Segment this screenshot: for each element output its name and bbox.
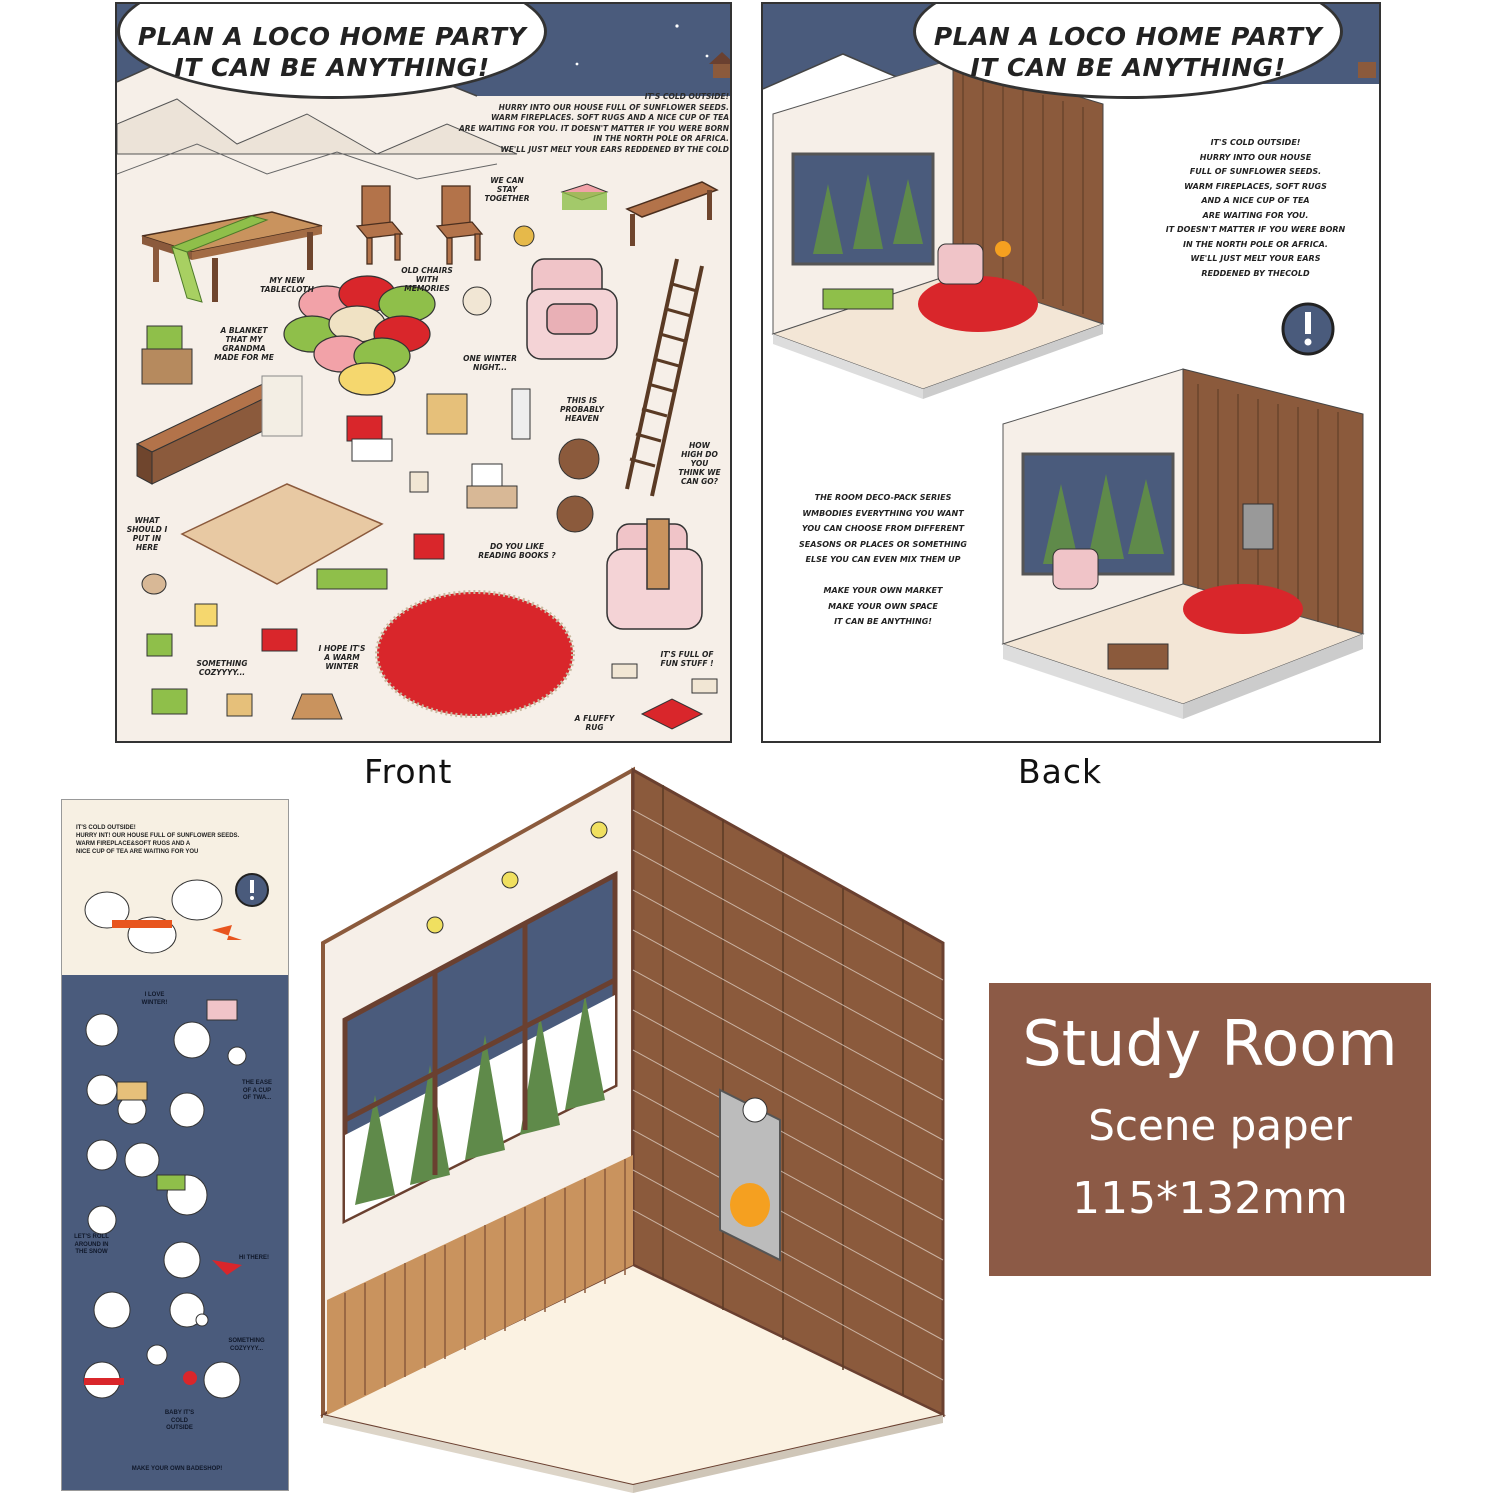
back-text-upper: IT'S COLD OUTSIDE! HURRY INTO OUR HOUSE … — [1165, 138, 1346, 278]
label-chairs: OLD CHAIRS WITH MEMORIES — [401, 266, 453, 293]
product-size: 115*132mm — [1072, 1173, 1348, 1224]
label-fun: IT'S FULL OF FUN STUFF ! — [660, 650, 714, 668]
strip-label-love: I LOVE WINTER! — [141, 992, 168, 1006]
label-stay: WE CAN STAY TOGETHER — [484, 176, 530, 203]
label-warm: I HOPE IT'S A WARM WINTER — [318, 644, 366, 671]
strip-label-hi: HI THERE! — [239, 1255, 269, 1261]
strip-footer: MAKE YOUR OWN BADESHOP! — [131, 1466, 223, 1472]
product-title: Study Room — [1022, 1007, 1398, 1080]
back-title-line2: IT CAN BE ANYTHING! — [970, 52, 1286, 82]
back-sheet: PLAN A LOCO HOME PARTY IT CAN BE ANYTHIN… — [761, 2, 1381, 743]
back-sheet-art — [763, 4, 1379, 719]
label-rug: A FLUFFY RUG — [574, 714, 615, 732]
front-title-line2: IT CAN BE ANYTHING! — [174, 52, 490, 82]
sticker-strip-art — [83, 873, 269, 1399]
strip-label-roll: LET'S ROLL AROUND IN THE SNOW — [74, 1234, 109, 1255]
front-sheet: PLAN A LOCO HOME PARTY IT CAN BE ANYTHIN… — [115, 2, 732, 743]
back-text-lower: THE ROOM DECO-PACK SERIES WMBODIES EVERY… — [799, 493, 967, 627]
label-books: DO YOU LIKE READING BOOKS ? — [478, 542, 556, 560]
study-room-illustration — [319, 766, 947, 1493]
label-blanket: A BLANKET THAT MY GRANDMA MADE FOR ME — [214, 326, 274, 362]
label-heaven: THIS IS PROBABLY HEAVEN — [560, 396, 604, 423]
strip-label-ease: THE EASE OF A CUP OF TWA... — [242, 1080, 273, 1101]
label-tablecloth: MY NEW TABLECLOTH — [260, 276, 314, 294]
front-intro-text: IT'S COLD OUTSIDE! HURRY INTO OUR HOUSE … — [458, 92, 729, 154]
product-subtitle: Scene paper — [1088, 1101, 1352, 1150]
label-cozy: SOMETHING COZYYYY... — [196, 659, 248, 677]
sticker-strip: IT'S COLD OUTSIDE! HURRY INT! OUR HOUSE … — [61, 799, 289, 1491]
front-title-line1: PLAN A LOCO HOME PARTY — [137, 21, 527, 51]
front-sheet-art — [117, 4, 730, 730]
caption-front: Front — [364, 752, 453, 791]
caption-back: Back — [1018, 752, 1103, 791]
label-night: ONE WINTER NIGHT... — [463, 354, 517, 372]
label-what: WHAT SHOULD I PUT IN HERE — [126, 516, 168, 552]
strip-intro-text: IT'S COLD OUTSIDE! HURRY INT! OUR HOUSE … — [76, 825, 240, 855]
back-title-line1: PLAN A LOCO HOME PARTY — [933, 21, 1323, 51]
strip-label-baby: BABY IT'S COLD OUTSIDE — [164, 1410, 195, 1431]
product-info-box: Study Room Scene paper 115*132mm — [989, 983, 1431, 1276]
label-high: HOW HIGH DO YOU THINK WE CAN GO? — [678, 441, 721, 486]
strip-label-cozy: SOMETHING COZYYYY... — [228, 1338, 265, 1352]
